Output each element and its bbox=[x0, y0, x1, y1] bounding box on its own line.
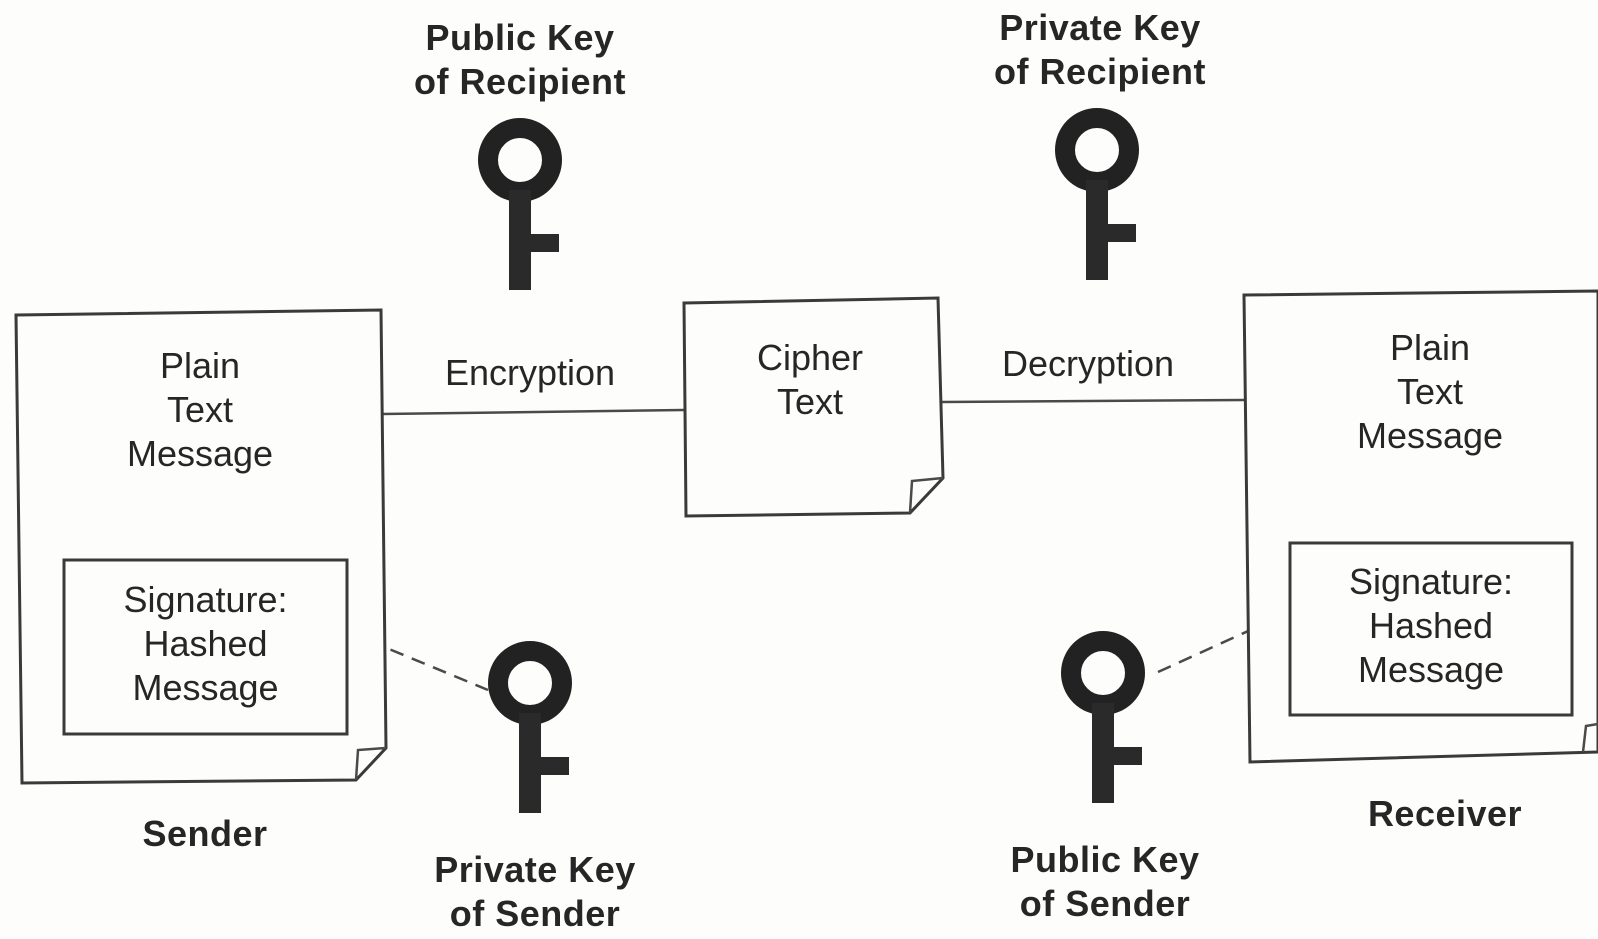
receiver-signature-box bbox=[1288, 541, 1574, 717]
private-key-recipient-label: Private Key of Recipient bbox=[993, 7, 1206, 92]
sender-document-fold bbox=[354, 746, 387, 781]
public-key-sender-label: Public Key of Sender bbox=[1010, 839, 1200, 924]
receiver-document-text: Plain Text Message bbox=[1356, 327, 1504, 456]
sender-caption: Sender bbox=[142, 813, 268, 854]
public-key-recipient-icon bbox=[488, 128, 559, 290]
decryption-connector bbox=[941, 398, 1245, 404]
private-key-sender-icon bbox=[498, 651, 569, 813]
public-key-recipient-label: Public Key of Recipient bbox=[413, 17, 626, 102]
private-key-recipient-icon bbox=[1065, 118, 1136, 280]
receiver-document-fold bbox=[1581, 722, 1598, 753]
sender-signature-box bbox=[62, 558, 349, 736]
receiver-caption: Receiver bbox=[1367, 793, 1523, 834]
public-key-sender-icon bbox=[1071, 641, 1142, 803]
private-key-sender-label: Private Key of Sender bbox=[434, 849, 636, 934]
receiver-signature-text: Signature: Hashed Message bbox=[1348, 561, 1514, 690]
sender-document-text: Plain Text Message bbox=[126, 345, 274, 474]
cipher-document bbox=[682, 296, 945, 518]
decryption-label: Decryption bbox=[1001, 343, 1175, 384]
cipher-document-fold bbox=[908, 476, 944, 514]
sender-signature-text: Signature: Hashed Message bbox=[123, 579, 288, 708]
encryption-connector bbox=[381, 408, 685, 416]
encryption-label: Encryption bbox=[444, 352, 616, 393]
cipher-text: Cipher Text bbox=[756, 337, 864, 422]
